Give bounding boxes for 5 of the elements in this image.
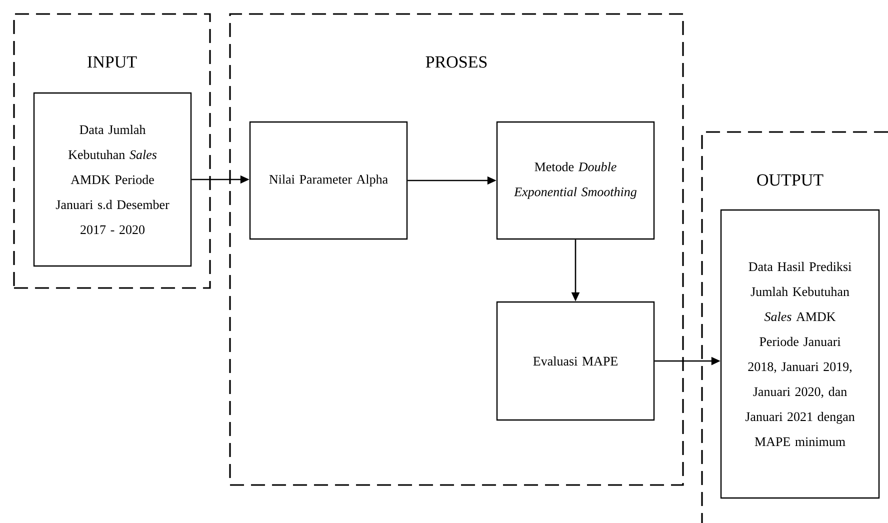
- process-box: Evaluasi MAPE: [496, 301, 655, 421]
- process-box: Metode Double Exponential Smoothing: [496, 121, 655, 240]
- process-box: Data Jumlah Kebutuhan Sales AMDK Periode Januari s.d Desember 2017 - 2020: [33, 92, 192, 267]
- process-box: Data Hasil Prediksi Jumlah Kebutuhan Sales AMDK Periode Januari 2018, Januari 2019, Januari 2020, dan Januari 2021 dengan MAPE minimum: [720, 209, 880, 499]
- process-box: Nilai Parameter Alpha: [249, 121, 408, 240]
